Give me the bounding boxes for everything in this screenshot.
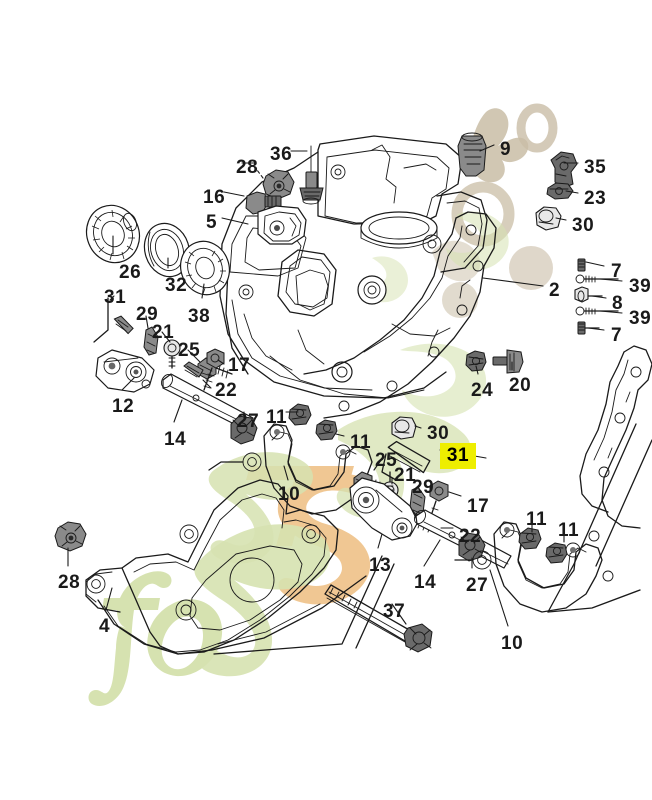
part-12-lever <box>95 349 155 393</box>
callout-13: 13 <box>369 555 392 576</box>
bearing-38 <box>180 240 230 296</box>
callout-39-b: 39 <box>629 308 652 329</box>
callout-11-d: 11 <box>558 520 580 541</box>
callout-4: 4 <box>99 616 111 637</box>
callout-7-bot: 7 <box>611 325 623 346</box>
highlighted-part-number-31[interactable]: 31 <box>440 443 476 469</box>
part-35-switch <box>550 151 578 189</box>
part-10-bottom-yoke <box>454 521 603 613</box>
callout-26: 26 <box>119 262 142 283</box>
part-17-left-bolt <box>203 348 225 391</box>
callout-14-mid: 14 <box>414 572 437 593</box>
callout-30-top: 30 <box>572 215 595 236</box>
part-20-bolt <box>492 349 524 374</box>
callout-24: 24 <box>471 380 494 401</box>
callout-28-bot: 28 <box>58 572 81 593</box>
callout-8: 8 <box>612 293 624 314</box>
callout-32: 32 <box>165 275 188 296</box>
callout-14-left: 14 <box>164 429 187 450</box>
callout-36: 36 <box>270 144 293 165</box>
callout-17-mid: 17 <box>467 496 490 517</box>
callout-29-mid: 29 <box>412 477 435 498</box>
callout-25-mid: 25 <box>375 450 398 471</box>
part-10-mid-yoke <box>208 423 373 515</box>
callout-21-left: 21 <box>152 322 175 343</box>
callout-20: 20 <box>509 375 532 396</box>
callout-31-left: 31 <box>104 287 127 308</box>
part-27-left-washer <box>230 415 258 445</box>
part-30-mid-collar <box>391 416 417 440</box>
part-13-rocker-arm <box>349 477 419 541</box>
callout-30-mid: 30 <box>427 423 450 444</box>
part-16-pin <box>245 191 282 215</box>
callout-22-left: 22 <box>215 380 238 401</box>
part-5-bracket <box>257 205 307 245</box>
callout-35: 35 <box>584 157 607 178</box>
part-31-left-pin <box>93 297 134 343</box>
callout-5: 5 <box>206 212 218 233</box>
callout-16: 16 <box>203 187 226 208</box>
part-24-nut <box>465 350 487 372</box>
callout-10-b: 10 <box>501 633 524 654</box>
part-37-long-bolt <box>324 584 433 653</box>
callout-21-mid: 21 <box>394 465 417 486</box>
part-11-b-bolt <box>315 419 338 441</box>
watermark-tan <box>432 103 558 318</box>
callout-23: 23 <box>584 188 607 209</box>
callout-10-a: 10 <box>278 484 301 505</box>
part-28-top <box>262 169 295 200</box>
callout-22-mid: 22 <box>459 526 482 547</box>
part-23-nut <box>546 182 574 200</box>
part-9-plug <box>457 132 487 177</box>
part-36-bolt <box>299 145 324 205</box>
callout-17-left: 17 <box>228 355 251 376</box>
part-28-bottom <box>54 521 87 552</box>
callout-37: 37 <box>383 601 406 622</box>
callout-27-left: 27 <box>237 411 260 432</box>
part-30-top-collar <box>535 206 562 231</box>
callout-7-top: 7 <box>611 261 623 282</box>
crankcase-left-half <box>219 135 488 399</box>
callout-11-b: 11 <box>350 432 372 453</box>
callout-11-a: 11 <box>266 407 288 428</box>
callout-27-mid: 27 <box>466 575 489 596</box>
part-22-left-pin <box>183 361 204 378</box>
bearing-26 <box>85 204 141 264</box>
crankcase-gasket-2 <box>303 211 497 419</box>
right-edge-cover <box>547 345 652 613</box>
callout-2: 2 <box>549 280 561 301</box>
part-31-highlighted-pin <box>381 440 431 481</box>
part-29-left-pin <box>143 326 159 356</box>
callout-25-left: 25 <box>178 340 201 361</box>
callout-9: 9 <box>500 139 512 160</box>
callout-12: 12 <box>112 396 135 417</box>
callout-11-c: 11 <box>526 509 548 530</box>
callout-29-left: 29 <box>136 304 159 325</box>
part-21-left-bolt <box>163 339 181 369</box>
part-11-c-bolt <box>518 527 542 550</box>
part-11-d-bolt <box>545 542 568 564</box>
highlight-label: 31 <box>446 445 470 466</box>
part-11-a-bolt <box>288 403 312 426</box>
callout-38: 38 <box>188 306 211 327</box>
callout-39-a: 39 <box>629 276 652 297</box>
part-4-skid-plate <box>85 479 395 655</box>
callout-28-top: 28 <box>236 157 259 178</box>
oil-seal-32 <box>143 222 191 278</box>
